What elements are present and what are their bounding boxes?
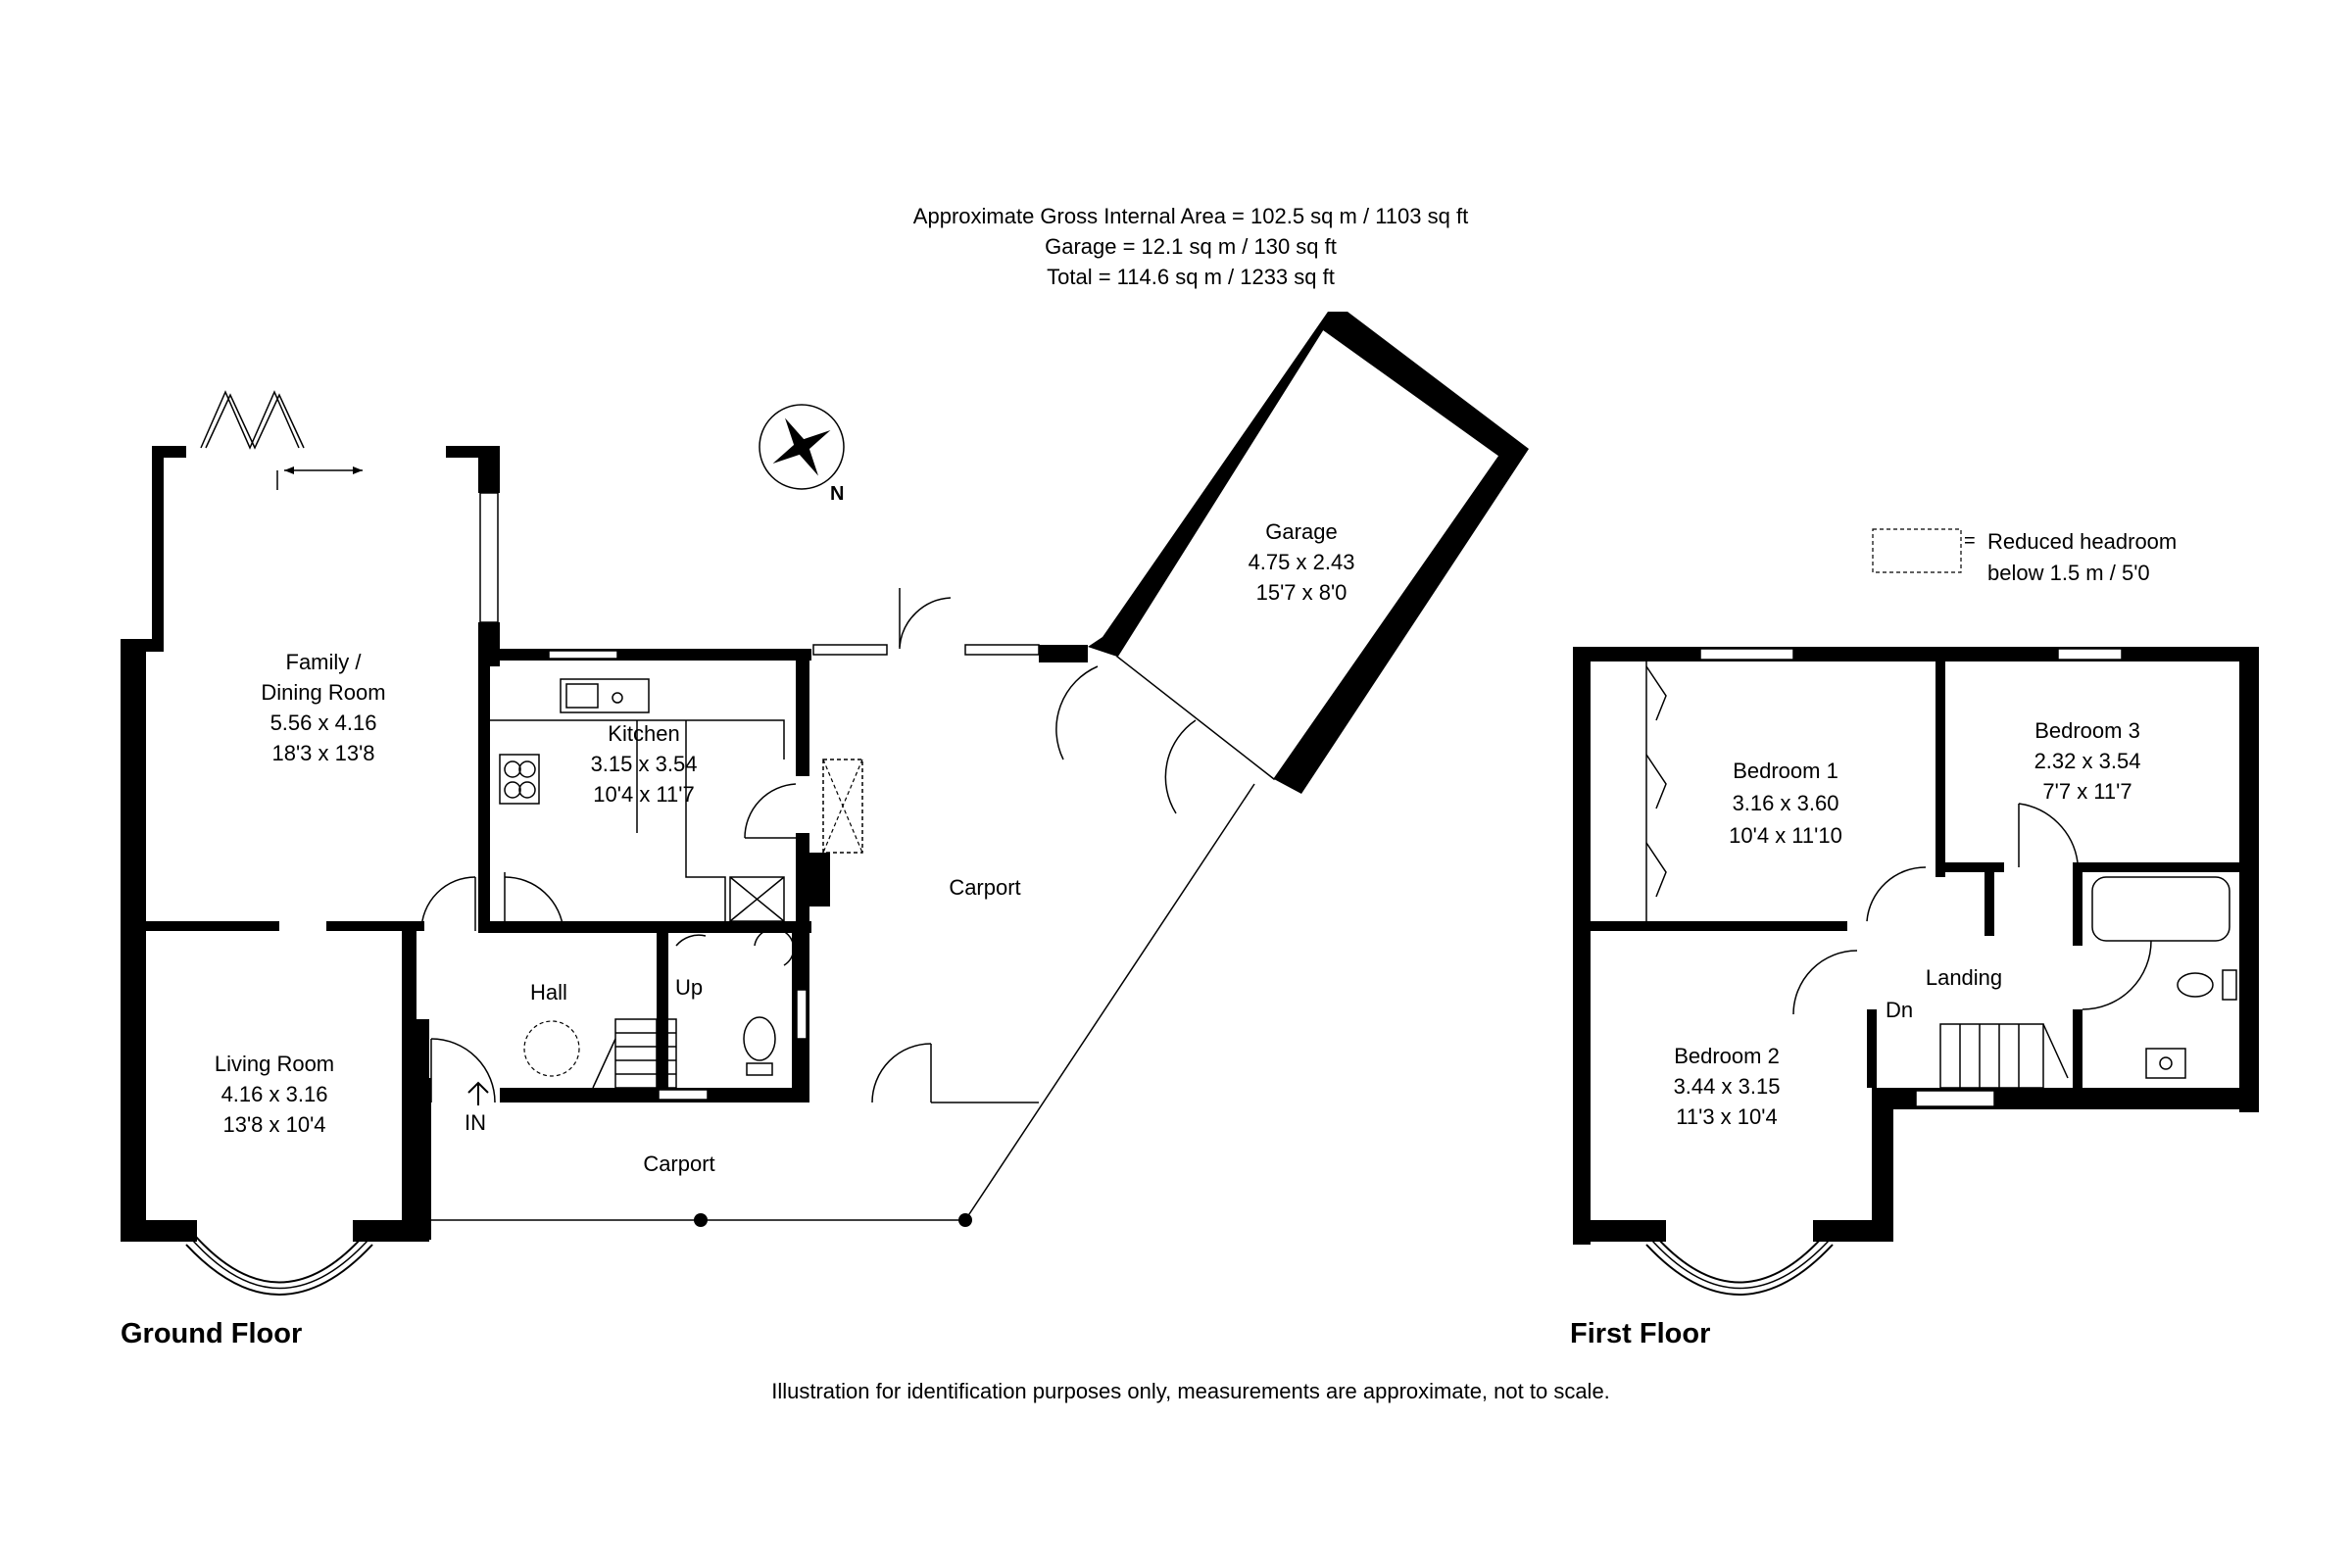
kitchen-imperial: 10'4 x 11'7 xyxy=(593,782,694,807)
hall-label: Hall xyxy=(530,980,567,1004)
living-room-name: Living Room xyxy=(215,1052,334,1076)
ground-floor-plan xyxy=(121,312,1529,1296)
bedroom-1-imperial: 10'4 x 11'10 xyxy=(1729,823,1842,848)
carport-lower-label: Carport xyxy=(643,1152,714,1176)
garage-name: Garage xyxy=(1265,519,1337,544)
first-floor-title: First Floor xyxy=(1570,1318,1710,1349)
family-room-imperial: 18'3 x 13'8 xyxy=(271,741,374,765)
bedroom-1-metric: 3.16 x 3.60 xyxy=(1733,791,1839,815)
reduced-headroom-swatch xyxy=(1872,528,1962,573)
legend-line-1: Reduced headroom xyxy=(1987,529,2177,554)
bedroom-3-label: Bedroom 3 2.32 x 3.54 7'7 x 11'7 xyxy=(2034,718,2141,804)
landing-label: Landing xyxy=(1926,965,2002,990)
family-dining-room-label: Family / Dining Room 5.56 x 4.16 18'3 x … xyxy=(261,650,385,765)
area-summary: Approximate Gross Internal Area = 102.5 … xyxy=(913,204,1468,289)
total-area-text: Total = 114.6 sq m / 1233 sq ft xyxy=(1047,265,1335,289)
bedroom-2-label: Bedroom 2 3.44 x 3.15 11'3 x 10'4 xyxy=(1674,1044,1781,1129)
disclaimer-text: Illustration for identification purposes… xyxy=(771,1379,1610,1403)
legend-line-2: below 1.5 m / 5'0 xyxy=(1987,561,2150,585)
stairs-down-label: Dn xyxy=(1886,998,1913,1022)
entrance-label: IN xyxy=(465,1110,486,1135)
gross-area-text: Approximate Gross Internal Area = 102.5 … xyxy=(913,204,1468,228)
bedroom-2-name: Bedroom 2 xyxy=(1674,1044,1780,1068)
living-room-label: Living Room 4.16 x 3.16 13'8 x 10'4 xyxy=(215,1052,334,1137)
bedroom-1-label: Bedroom 1 3.16 x 3.60 10'4 x 11'10 xyxy=(1729,759,1842,848)
bedroom-3-metric: 2.32 x 3.54 xyxy=(2034,749,2141,773)
bedroom-3-name: Bedroom 3 xyxy=(2034,718,2140,743)
garage-label: Garage 4.75 x 2.43 15'7 x 8'0 xyxy=(1249,519,1355,605)
ground-floor-title: Ground Floor xyxy=(121,1318,302,1349)
living-room-imperial: 13'8 x 10'4 xyxy=(222,1112,325,1137)
family-room-metric: 5.56 x 4.16 xyxy=(270,710,377,735)
bedroom-3-imperial: 7'7 x 11'7 xyxy=(2042,779,2132,804)
carport-upper-label: Carport xyxy=(949,875,1020,900)
living-room-metric: 4.16 x 3.16 xyxy=(221,1082,328,1106)
kitchen-metric: 3.15 x 3.54 xyxy=(591,752,698,776)
first-floor-plan xyxy=(1573,647,2259,1296)
stairs-up-label: Up xyxy=(675,975,703,1000)
kitchen-label: Kitchen 3.15 x 3.54 10'4 x 11'7 xyxy=(591,721,698,807)
north-label: N xyxy=(830,483,844,505)
family-room-name-2: Dining Room xyxy=(261,680,385,705)
family-room-name-1: Family / xyxy=(286,650,363,674)
garage-area-text: Garage = 12.1 sq m / 130 sq ft xyxy=(1045,234,1337,259)
garage-imperial: 15'7 x 8'0 xyxy=(1256,580,1348,605)
kitchen-name: Kitchen xyxy=(608,721,679,746)
bedroom-2-imperial: 11'3 x 10'4 xyxy=(1676,1104,1777,1129)
bedroom-2-metric: 3.44 x 3.15 xyxy=(1674,1074,1781,1099)
compass-rose-icon xyxy=(759,404,845,490)
bedroom-1-name: Bedroom 1 xyxy=(1733,759,1838,783)
legend: = Reduced headroom below 1.5 m / 5'0 xyxy=(1872,528,2177,585)
legend-equals: = xyxy=(1964,530,1976,552)
garage-metric: 4.75 x 2.43 xyxy=(1249,550,1355,574)
